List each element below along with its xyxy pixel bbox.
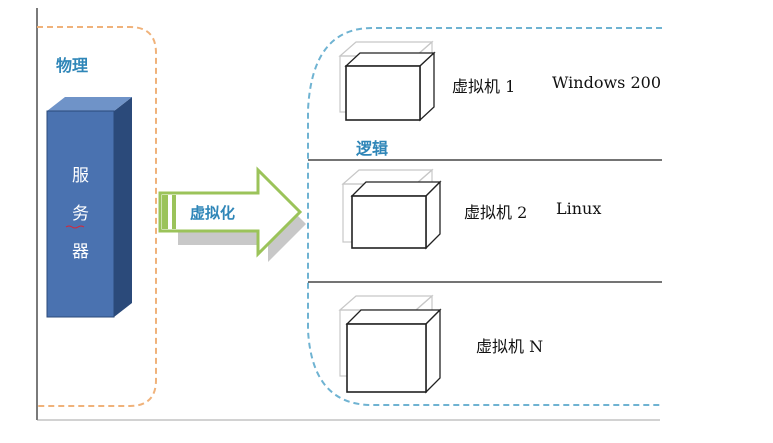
vm-box-1 xyxy=(338,40,436,122)
virtualization-label: 虚拟化 xyxy=(190,204,236,222)
server-char-1: 服 xyxy=(72,166,89,186)
vm-2-name: 虚拟机 2 xyxy=(464,203,528,222)
vm-box-2 xyxy=(341,168,442,250)
vm-2-os: Linux xyxy=(556,199,602,218)
logical-label: 逻辑 xyxy=(356,139,389,158)
vm-n-name: 虚拟机 N xyxy=(476,337,544,356)
physical-label: 物理 xyxy=(56,56,89,75)
logical-group-border xyxy=(307,27,662,406)
server-char-3: 器 xyxy=(72,242,89,262)
spellcheck-squiggle xyxy=(65,225,85,229)
vm-1-os: Windows 200 xyxy=(552,73,661,92)
vm-box-n xyxy=(338,294,442,394)
server-char-2: 务 xyxy=(72,204,89,224)
vm-1-name: 虚拟机 1 xyxy=(452,77,516,96)
server-box xyxy=(46,97,132,318)
physical-group-border xyxy=(37,26,157,407)
server-text: 服 务 器 xyxy=(47,111,114,317)
virtualization-arrow xyxy=(158,166,306,262)
